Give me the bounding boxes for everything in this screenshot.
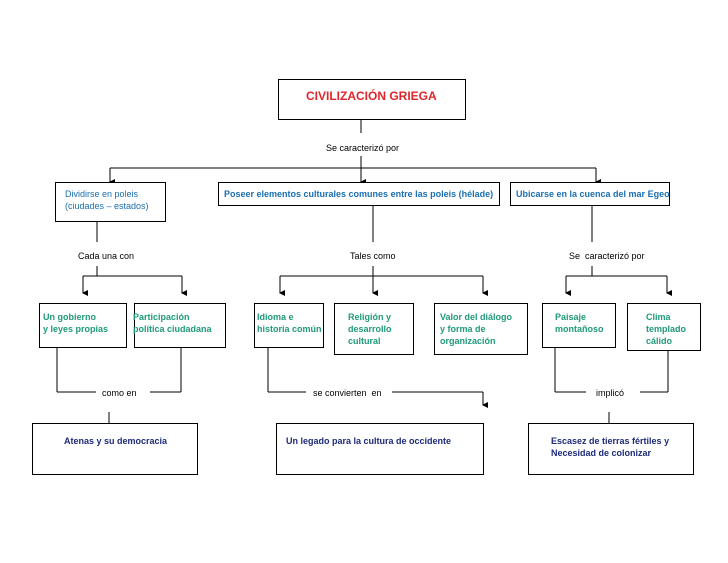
label-atenas: Atenas y su democracia	[64, 436, 168, 446]
box-clima: Clima templado cálido	[627, 303, 701, 351]
connector-cada-una: Cada una con	[78, 251, 135, 261]
box-escasez: Escasez de tierras fértiles y Necesidad …	[528, 423, 694, 475]
box-ubicarse: Ubicarse en la cuenca del mar Egeo	[510, 182, 670, 206]
label-clima: Clima templado cálido	[646, 312, 687, 346]
box-legado: Un legado para la cultura de occidente	[276, 423, 484, 475]
label-poseer: Poseer elementos culturales comunes entr…	[224, 189, 494, 199]
connector-top-label: Se caracterizó por	[326, 143, 400, 153]
label-escasez: Escasez de tierras fértiles y Necesidad …	[551, 436, 670, 458]
label-valor: Valor del diálogo y forma de organizació…	[440, 312, 513, 346]
title-box: CIVILIZACIÓN GRIEGA	[278, 79, 466, 120]
connector-tales-como: Tales como	[350, 251, 396, 261]
box-poseer: Poseer elementos culturales comunes entr…	[218, 182, 500, 206]
box-dividirse: Dividirse en poleis (ciudades – estados)	[55, 182, 166, 222]
label-ubicarse: Ubicarse en la cuenca del mar Egeo	[516, 189, 670, 199]
label-dividirse: Dividirse en poleis (ciudades – estados)	[65, 189, 149, 211]
connector-como-en: como en	[102, 388, 137, 398]
label-religion: Religión y desarrollo cultural	[348, 312, 392, 346]
connector-se-convierten: se convierten en	[313, 388, 382, 398]
label-gobierno: Un gobierno y leyes propias	[43, 312, 109, 334]
label-legado: Un legado para la cultura de occidente	[286, 436, 452, 446]
page-title: CIVILIZACIÓN GRIEGA	[306, 89, 437, 103]
box-religion: Religión y desarrollo cultural	[334, 303, 414, 355]
label-paisaje: Paisaje montañoso	[555, 312, 604, 334]
box-atenas: Atenas y su democracia	[32, 423, 198, 475]
connector-se-caracterizo: Se caracterizó por	[569, 251, 645, 261]
box-valor: Valor del diálogo y forma de organizació…	[434, 303, 528, 355]
label-participacion: Participación política ciudadana	[133, 312, 212, 334]
box-paisaje: Paisaje montañoso	[542, 303, 616, 348]
label-idioma: Idioma e historia común	[257, 312, 322, 334]
box-participacion: Participación política ciudadana	[133, 303, 226, 348]
box-gobierno: Un gobierno y leyes propias	[39, 303, 127, 348]
connector-implico: implicó	[596, 388, 625, 398]
box-idioma: Idioma e historia común	[254, 303, 324, 348]
